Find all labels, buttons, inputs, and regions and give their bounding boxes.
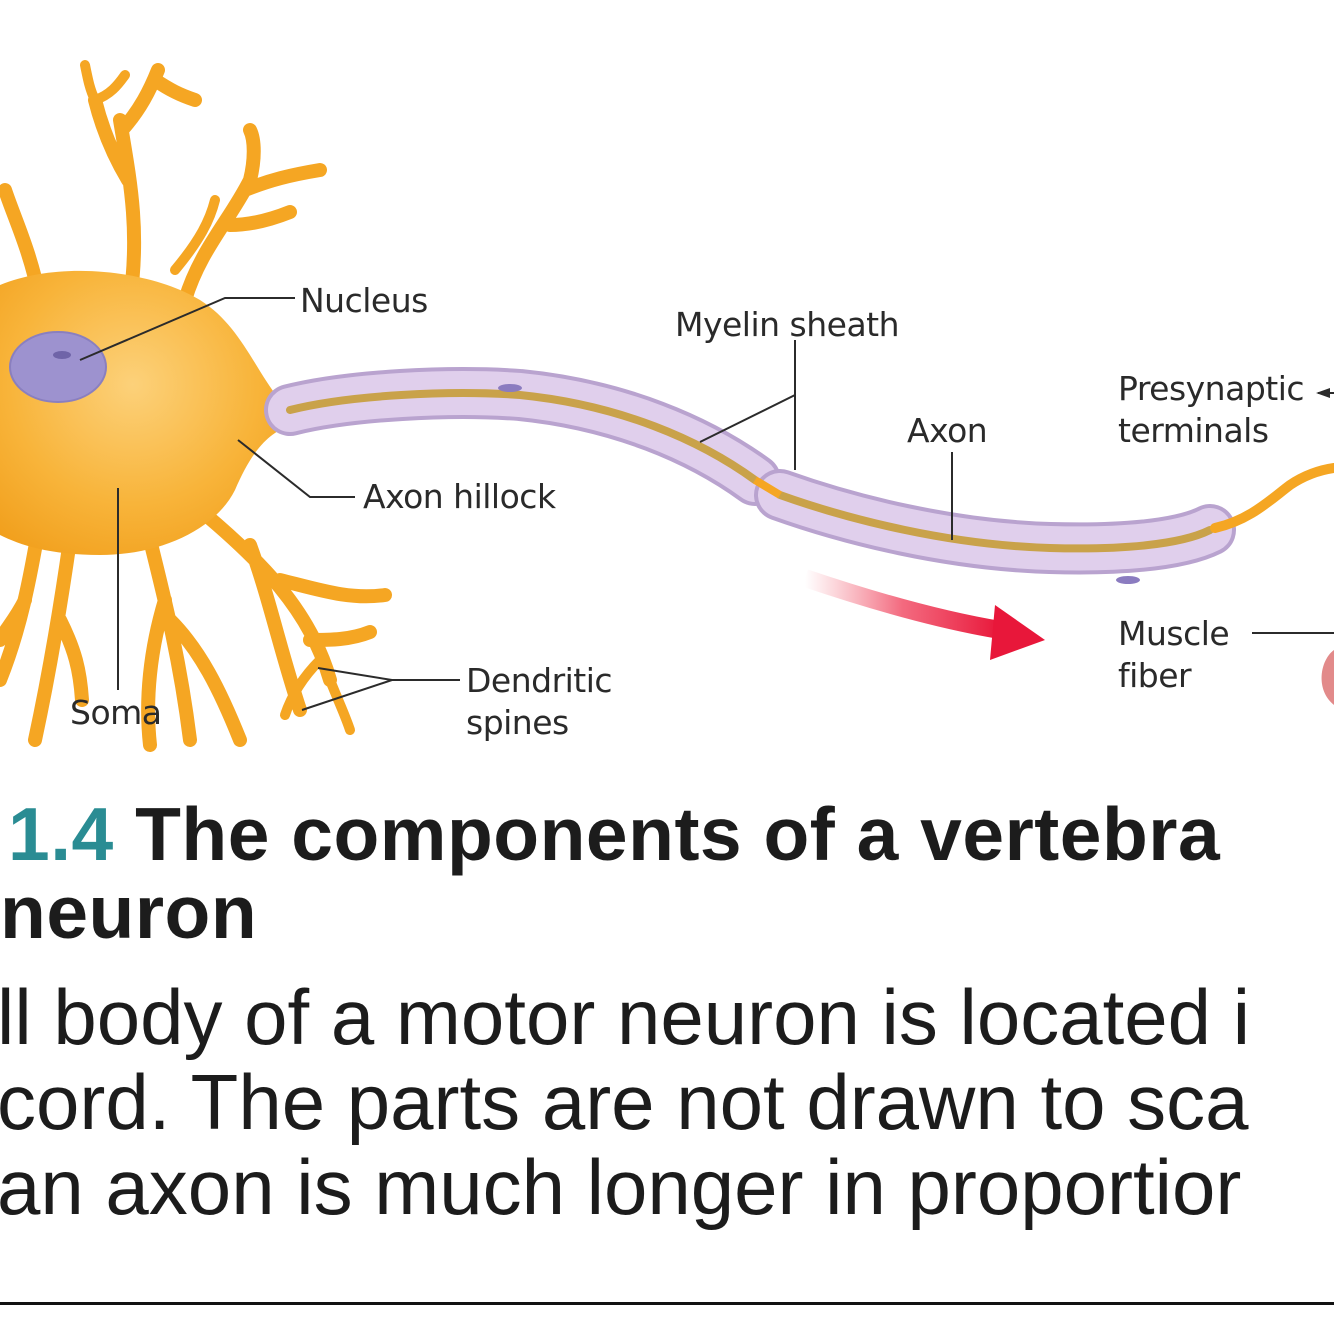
label-nucleus: Nucleus [300, 281, 428, 320]
label-presynaptic-line1: Presynaptic [1118, 369, 1304, 408]
label-dendritic-line2: spines [466, 703, 569, 742]
caption-body-line1: ll body of a motor neuron is located i [0, 973, 1251, 1061]
caption-title-line1: The components of a vertebra [135, 792, 1221, 876]
nucleus [9, 331, 107, 403]
label-axon-hillock: Axon hillock [363, 477, 557, 516]
caption-body-line2: cord. The parts are not drawn to sca [0, 1058, 1249, 1146]
neuron-diagram: Nucleus Myelin sheath Presynaptic termin… [0, 60, 1334, 752]
caption-title-line2: neuron [0, 870, 258, 954]
bottom-divider [0, 1302, 1334, 1305]
signal-direction-arrow [802, 569, 1045, 660]
label-soma: Soma [70, 693, 162, 732]
figure-caption-body: ll body of a motor neuron is located i c… [0, 975, 1250, 1230]
dendrites [0, 60, 392, 752]
label-muscle-line1: Muscle [1118, 614, 1229, 653]
figure-caption-title: 1.4 The components of a vertebra neuron [0, 792, 1221, 951]
label-axon: Axon [907, 411, 987, 450]
label-presynaptic-line2: terminals [1118, 411, 1269, 450]
label-myelin-sheath: Myelin sheath [675, 305, 899, 344]
figure-number: 1.4 [8, 792, 114, 876]
leader-lines [79, 297, 1334, 711]
axon [264, 367, 1334, 584]
label-muscle-line2: fiber [1118, 656, 1192, 695]
label-dendritic-line1: Dendritic [466, 661, 612, 700]
caption-body-line3: an axon is much longer in proportior [0, 1143, 1242, 1231]
muscle-fiber [1321, 650, 1334, 705]
soma-body [0, 270, 296, 555]
